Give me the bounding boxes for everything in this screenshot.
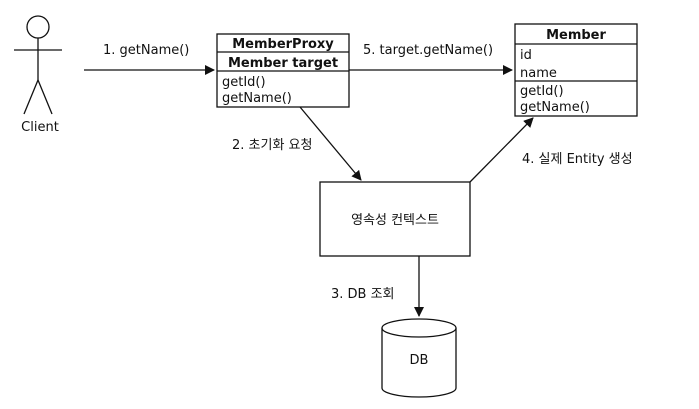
client-label: Client <box>21 120 59 135</box>
client-actor-icon <box>14 15 62 115</box>
step1-label: 1. getName() <box>103 43 189 58</box>
member-field-name: name <box>520 66 557 81</box>
arrow-step4 <box>469 117 534 183</box>
member-proxy-class <box>216 33 350 108</box>
member-proxy-title: MemberProxy <box>232 37 334 52</box>
member-field-id: id <box>520 48 532 63</box>
member-title: Member <box>546 28 606 43</box>
member-proxy-field: Member target <box>228 56 338 71</box>
member-proxy-method-getname: getName() <box>222 91 292 106</box>
step2-label: 2. 초기화 요청 <box>232 138 312 153</box>
step4-label: 4. 실제 Entity 생성 <box>522 152 633 167</box>
member-method-getname: getName() <box>520 100 590 115</box>
step5-label: 5. target.getName() <box>363 43 493 58</box>
database-cylinder-icon <box>381 318 457 398</box>
step3-label: 3. DB 조회 <box>331 287 395 302</box>
database-label: DB <box>410 353 429 368</box>
persistence-context-box <box>319 181 471 257</box>
member-proxy-method-getid: getId() <box>222 75 266 90</box>
member-method-getid: getId() <box>520 84 564 99</box>
member-class <box>514 23 638 117</box>
arrow-step2 <box>299 106 362 181</box>
persistence-context-label: 영속성 컨텍스트 <box>351 213 439 228</box>
